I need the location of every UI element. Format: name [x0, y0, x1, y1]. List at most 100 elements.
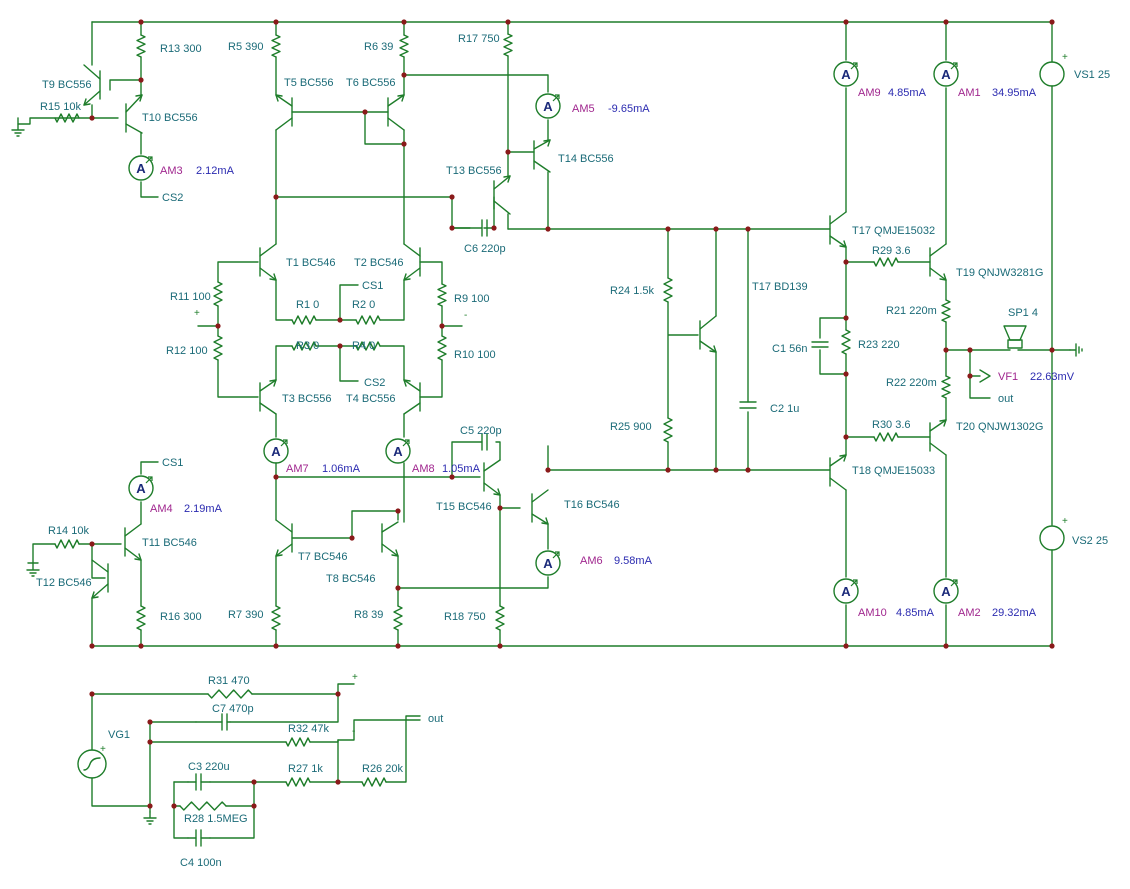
resistor-icon [213, 281, 223, 307]
label-t4: T4 BC556 [346, 393, 396, 405]
label-t19: T19 QNJW3281G [956, 267, 1043, 279]
resistor-icon [437, 335, 447, 361]
label-t2: T2 BC546 [354, 257, 404, 269]
resistor-icon [503, 33, 513, 57]
label-r17: R17 750 [458, 33, 500, 45]
label-c5: C5 220p [460, 425, 502, 437]
label-r3: R3 0 [296, 340, 319, 352]
label-vs2: VS2 25 [1072, 535, 1108, 547]
label-r10: R10 100 [454, 349, 496, 361]
label-sp1: SP1 4 [1008, 307, 1038, 319]
junction-dots [89, 19, 1055, 809]
label-minus-net: - [352, 726, 355, 737]
ammeter-icon [128, 475, 154, 501]
label-r5: R5 390 [228, 41, 263, 53]
label-r4: R4 0 [352, 340, 375, 352]
value-am7: 1.06mA [322, 463, 361, 475]
resistor-icon [841, 329, 851, 355]
label-c3: C3 220u [188, 761, 230, 773]
resistor-icon [355, 315, 381, 325]
resistor-icon [663, 277, 673, 303]
wiring [17, 21, 1071, 839]
svg-text:A: A [941, 584, 951, 599]
label-minus-in: - [464, 310, 467, 321]
label-r21: R21 220m [886, 305, 937, 317]
label-r24: R24 1.5k [610, 285, 655, 297]
label-r28: R28 1.5MEG [184, 813, 248, 825]
label-vf1: VF1 [998, 371, 1018, 383]
label-r9: R9 100 [454, 293, 489, 305]
label-r13: R13 300 [160, 43, 202, 55]
label-t7: T7 BC546 [298, 551, 348, 563]
value-am6: 9.58mA [614, 555, 653, 567]
label-out-vf1: out [998, 393, 1013, 405]
value-am8: 1.05mA [442, 463, 481, 475]
label-vg1: VG1 [108, 729, 130, 741]
value-am2: 29.32mA [992, 607, 1037, 619]
resistor-icon [941, 375, 951, 399]
label-cs2-mid: CS2 [364, 377, 385, 389]
label-t13: T13 BC556 [446, 165, 502, 177]
label-r15: R15 10k [40, 101, 81, 113]
label-r16: R16 300 [160, 611, 202, 623]
label-cs1-low: CS1 [162, 457, 183, 469]
label-plus-in: + [194, 308, 200, 319]
ammeter-icon [833, 578, 859, 604]
resistor-icon [54, 113, 80, 123]
label-am10: AM10 [858, 607, 887, 619]
svg-text:A: A [841, 67, 851, 82]
label-am6: AM6 [580, 555, 603, 567]
value-vf1: 22.63mV [1030, 371, 1075, 383]
voltmeter-icon [979, 369, 991, 383]
value-am3: 2.12mA [196, 165, 235, 177]
label-r25: R25 900 [610, 421, 652, 433]
label-out-input: out [428, 713, 443, 725]
resistor-icon [393, 605, 403, 631]
ammeter-icon [933, 61, 959, 87]
label-vs1: VS1 25 [1074, 69, 1110, 81]
label-plus-net: + [352, 672, 358, 683]
capacitors [187, 219, 829, 847]
value-am4: 2.19mA [184, 503, 223, 515]
resistor-icon [136, 34, 146, 58]
resistor-icon [207, 689, 253, 699]
voltage-sources [77, 61, 1065, 779]
svg-text:A: A [941, 67, 951, 82]
label-t20: T20 QNJW1302G [956, 421, 1043, 433]
speaker-icon [1003, 325, 1027, 349]
ammeter-icon [263, 438, 289, 464]
label-r8: R8 39 [354, 609, 383, 621]
label-t16: T16 BC546 [564, 499, 620, 511]
svg-text:A: A [393, 444, 403, 459]
ammeter-icon [128, 155, 154, 181]
ammeter-icon [833, 61, 859, 87]
svg-text:A: A [271, 444, 281, 459]
label-t11: T11 BC546 [142, 537, 197, 549]
label-t14: T14 BC556 [558, 153, 614, 165]
label-c4: C4 100n [180, 857, 222, 869]
resistor-icon [271, 605, 281, 631]
resistor-icon [54, 539, 80, 549]
label-r7: R7 390 [228, 609, 263, 621]
label-t6: T6 BC556 [346, 77, 396, 89]
label-r31: R31 470 [208, 675, 250, 687]
resistor-icon [291, 315, 317, 325]
label-am1: AM1 [958, 87, 981, 99]
label-am2: AM2 [958, 607, 981, 619]
label-t18: T18 QMJE15033 [852, 465, 935, 477]
label-r22: R22 220m [886, 377, 937, 389]
svg-text:A: A [136, 161, 146, 176]
label-t17-bd139: T17 BD139 [752, 281, 808, 293]
label-r23: R23 220 [858, 339, 900, 351]
ammeter-icon [933, 578, 959, 604]
label-am4: AM4 [150, 503, 173, 515]
resistor-icon [873, 257, 899, 267]
label-am8: AM8 [412, 463, 435, 475]
svg-text:+: + [1062, 516, 1068, 527]
label-r2: R2 0 [352, 299, 375, 311]
label-am9: AM9 [858, 87, 881, 99]
resistor-icon [399, 34, 409, 58]
label-am3: AM3 [160, 165, 183, 177]
svg-text:A: A [136, 481, 146, 496]
